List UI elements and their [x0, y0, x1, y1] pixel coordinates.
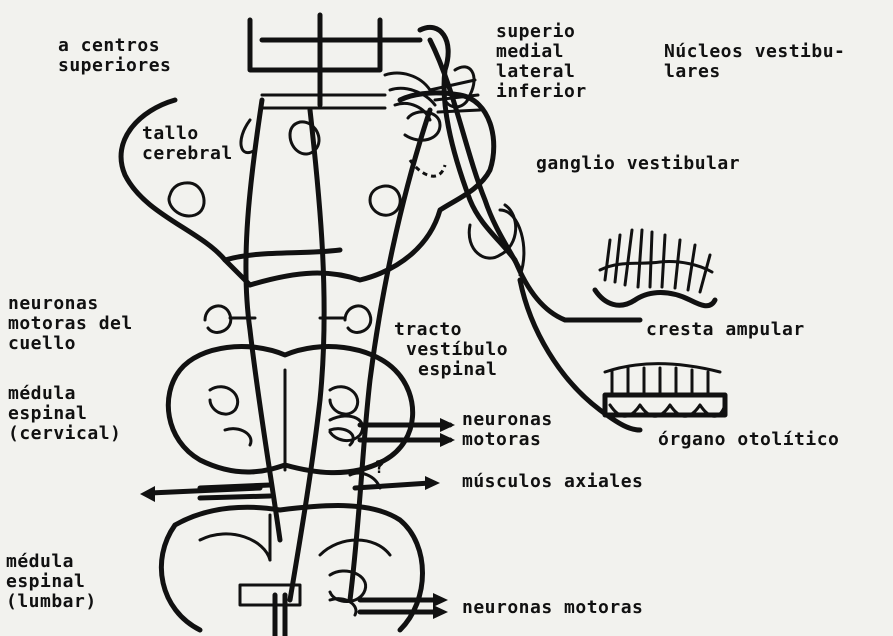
label-brainstem: tallo cerebral: [142, 124, 233, 164]
label-line: neuronas: [462, 410, 553, 430]
label-higher-centers: a centros superiores: [58, 36, 171, 76]
label-line: tallo: [142, 124, 233, 144]
label-line: cuello: [8, 334, 133, 354]
label-line: médula: [6, 552, 97, 572]
cervical-cord-outline: [168, 347, 412, 473]
lumbar-cord-outline: [161, 506, 422, 636]
label-line: lateral: [496, 62, 587, 82]
label-line: lares: [664, 62, 845, 82]
label-line: inferior: [496, 82, 587, 102]
label-line: a centros: [58, 36, 171, 56]
label-line: Núcleos vestibu-: [664, 42, 845, 62]
lumbar-output-arrows: [360, 593, 448, 619]
label-line: (cervical): [8, 424, 121, 444]
label-nuclei-list: superio medial lateral inferior: [496, 22, 587, 102]
label-line: motoras: [462, 430, 553, 450]
label-vestibulospinal-tract: tracto vestíbulo espinal: [394, 320, 508, 380]
label-line: superiores: [58, 56, 171, 76]
label-line: superio: [496, 22, 587, 42]
label-line: espinal: [418, 360, 508, 380]
label-cervical-cord: médula espinal (cervical): [8, 384, 121, 444]
label-line: médula: [8, 384, 121, 404]
label-line: (lumbar): [6, 592, 97, 612]
label-line: neuronas: [8, 294, 133, 314]
label-line: cerebral: [142, 144, 233, 164]
ascending-tracts: [250, 15, 420, 108]
label-otolith-organ: órgano otolítico: [658, 430, 839, 450]
label-line: tracto: [394, 320, 508, 340]
label-vestibular-nuclei: Núcleos vestibu- lares: [664, 42, 845, 82]
label-motor-neurons-lumbar: neuronas motoras: [462, 598, 643, 618]
label-vestibular-ganglion: ganglio vestibular: [536, 154, 740, 174]
label-line: vestíbulo: [406, 340, 508, 360]
label-neck-motor-neurons: neuronas motoras del cuello: [8, 294, 133, 354]
label-motor-neurons-cervical: neuronas motoras: [462, 410, 553, 450]
label-line: motoras del: [8, 314, 133, 334]
label-axial-muscles: músculos axiales: [462, 472, 643, 492]
label-line: espinal: [8, 404, 121, 424]
label-line: medial: [496, 42, 587, 62]
label-question-mark: ?: [374, 458, 385, 478]
brainstem-outline: [121, 93, 494, 285]
neck-neuron-loops: [205, 306, 371, 332]
label-line: espinal: [6, 572, 97, 592]
label-ampullary-crest: cresta ampular: [646, 320, 805, 340]
axial-muscle-arrows: [140, 473, 440, 502]
otolith-organ-drawing: [605, 364, 725, 417]
label-lumbar-cord: médula espinal (lumbar): [6, 552, 97, 612]
ampullary-crest-drawing: [595, 230, 715, 306]
